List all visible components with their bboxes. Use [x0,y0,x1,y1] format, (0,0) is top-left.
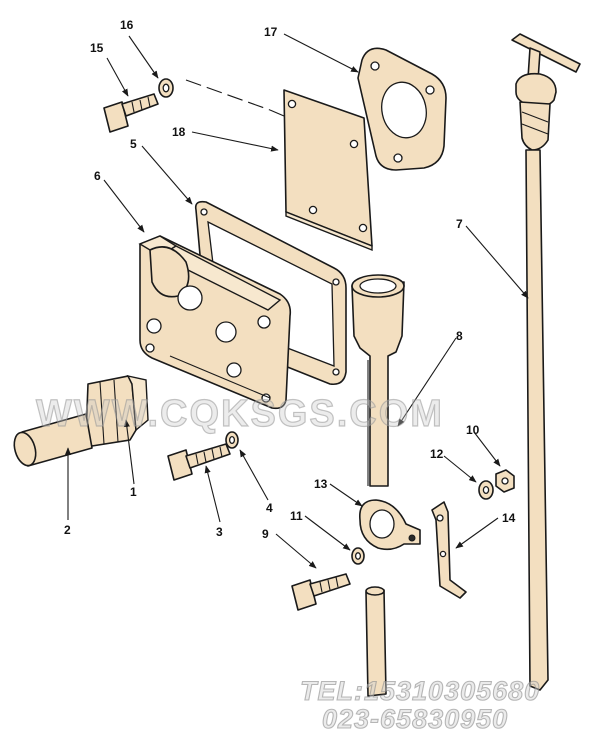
callout-18: 18 [172,125,186,139]
callout-11: 11 [290,509,303,523]
part-16-washer [158,78,174,98]
part-17-gasket [357,47,447,171]
part-7-dipstick [511,33,581,691]
callout-2: 2 [64,523,71,537]
callout-6: 6 [94,169,101,183]
callout-4: 4 [266,501,273,515]
callout-5: 5 [130,137,137,151]
part-15-bolt [103,93,159,133]
callout-14: 14 [502,511,516,525]
callout-12: 12 [430,447,444,461]
callout-13: 13 [314,477,328,491]
watermark-site: WWW.CQKSGS.COM [36,393,444,435]
part-8-tube-lower [365,586,387,697]
part-3-bolt [167,443,231,481]
part-12-washer [478,480,494,500]
part-18-cover-plate [283,89,373,252]
part-14-bracket [431,501,467,599]
part-2-sleeve [13,413,93,467]
watermark-phone-2: 023-65830950 [322,704,508,734]
callout-8: 8 [456,329,463,343]
callout-10: 10 [466,423,480,437]
callout-1: 1 [130,485,137,499]
part-8-tube [351,274,405,487]
part-4-washer [225,431,239,449]
callout-3: 3 [216,525,223,539]
watermark-phone: TEL:15310305680 [300,676,540,706]
callout-16: 16 [120,18,134,32]
part-13-clamp [359,499,421,551]
callout-15: 15 [90,41,104,55]
callout-17: 17 [264,25,278,39]
part-11-washer [351,547,365,565]
watermark: WWW.CQKSGS.COM TEL:15310305680 023-65830… [35,392,540,734]
part-9-bolt [291,573,351,611]
leader-lines [64,33,529,569]
callout-7: 7 [456,217,463,231]
callout-labels: 15 16 17 18 5 6 7 8 1 2 3 4 9 10 11 12 1… [64,18,516,541]
part-6-cover-housing [138,235,292,410]
part-1-fitting [85,374,149,447]
callout-9: 9 [262,527,269,541]
part-10-nut [495,469,515,493]
